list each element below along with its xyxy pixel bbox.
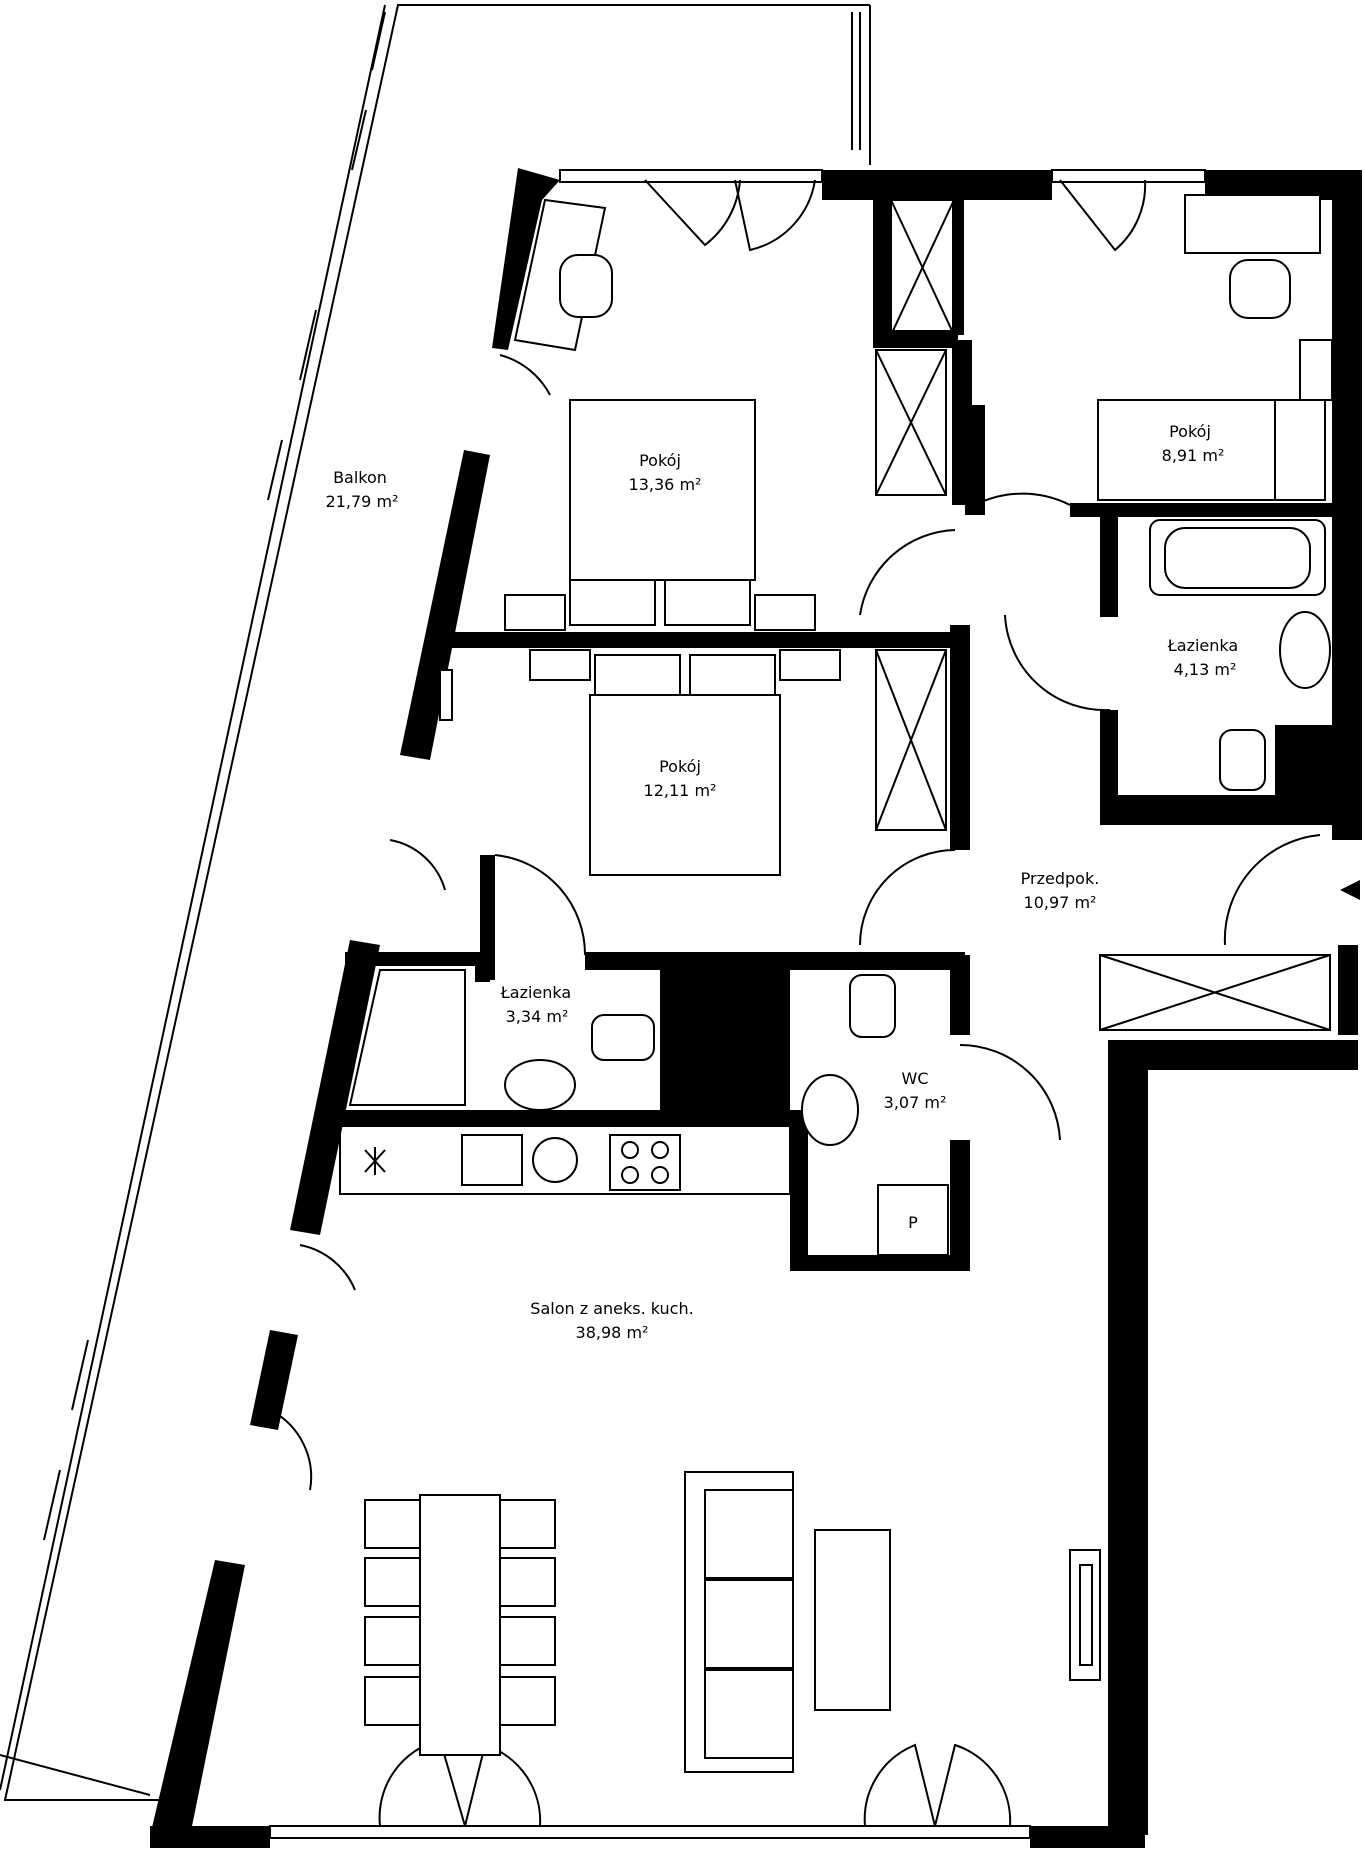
label-salon: Salon z aneks. kuch. 38,98 m² [530,1299,693,1342]
svg-text:8,91 m²: 8,91 m² [1162,446,1225,465]
label-wc: WC 3,07 m² [884,1069,947,1112]
svg-text:3,34 m²: 3,34 m² [506,1007,569,1026]
svg-text:Pokój: Pokój [639,451,681,470]
balcony-railing-posts [0,11,386,1796]
bedroom-3-furniture [439,649,841,876]
svg-text:Pokój: Pokój [659,757,701,776]
bathroom-2-fixtures [348,969,655,1111]
p-marker: P [908,1213,918,1232]
svg-text:12,11 m²: 12,11 m² [644,781,717,800]
bathroom-1-fixtures [1149,519,1331,791]
fridge-snowflake-icon [364,1147,386,1175]
double-bed-icon [569,399,756,581]
svg-text:Salon z aneks. kuch.: Salon z aneks. kuch. [530,1299,693,1318]
desk-chair-icon [559,254,613,318]
svg-text:Balkon: Balkon [333,468,387,487]
room-labels: Balkon 21,79 m² Pokój 13,36 m² Pokój 8,9… [326,422,1239,1342]
svg-text:21,79 m²: 21,79 m² [326,492,399,511]
label-lazienka-1: Łazienka 4,13 m² [1167,636,1238,679]
dining-table-icon [419,1494,501,1756]
single-bed-icon [1097,399,1279,501]
desk-chair-icon [1229,259,1291,319]
svg-text:Przedpok.: Przedpok. [1021,869,1100,888]
wc-fixtures: P [801,974,949,1256]
entrance-arrow-icon [1340,880,1360,900]
bedroom-1-furniture [504,198,816,631]
oven-icon [461,1134,523,1186]
svg-text:10,97 m²: 10,97 m² [1024,893,1097,912]
toilet-icon [1219,729,1266,791]
svg-text:Pokój: Pokój [1169,422,1211,441]
balcony-railing-right [851,12,861,150]
svg-text:4,13 m²: 4,13 m² [1174,660,1237,679]
bedroom-2-furniture [1097,194,1333,501]
label-pokoj-2: Pokój 8,91 m² [1162,422,1225,465]
svg-text:Łazienka: Łazienka [500,983,571,1002]
label-lazienka-2: Łazienka 3,34 m² [500,983,571,1026]
svg-text:13,36 m²: 13,36 m² [629,475,702,494]
salon-furniture [364,1471,1101,1773]
bathtub-icon [348,969,466,1106]
sink-icon [1279,611,1331,689]
svg-text:WC: WC [902,1069,929,1088]
cooktop-icon [609,1134,681,1191]
sink-icon [801,1074,859,1146]
wardrobes [875,199,1331,1031]
windows [269,169,1206,1839]
coffee-table-icon [814,1529,891,1711]
sink-icon [504,1059,576,1111]
doors [269,179,1321,1827]
label-balkon: Balkon 21,79 m² [326,468,399,511]
label-pokoj-3: Pokój 12,11 m² [644,757,717,800]
kitchen [339,1125,791,1195]
round-sink-icon [532,1137,578,1183]
label-przedpokoj: Przedpok. 10,97 m² [1021,869,1100,912]
toilet-icon [591,1014,655,1061]
svg-text:38,98 m²: 38,98 m² [576,1323,649,1342]
svg-text:3,07 m²: 3,07 m² [884,1093,947,1112]
svg-text:Łazienka: Łazienka [1167,636,1238,655]
toilet-icon [849,974,896,1038]
label-pokoj-1: Pokój 13,36 m² [629,451,702,494]
balcony-outline [0,4,871,1801]
double-bed-icon [589,694,781,876]
exterior-walls [150,168,1362,1848]
